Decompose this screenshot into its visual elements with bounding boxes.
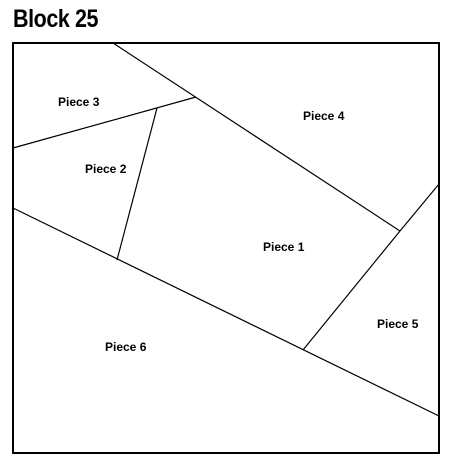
seam-piece6-top [12,207,440,417]
piece-1-label: Piece 1 [263,240,305,254]
piece-2-label: Piece 2 [85,162,127,176]
block-title: Block 25 [13,5,99,33]
piece-3-label: Piece 3 [58,95,100,109]
seam-piece3-piece2 [12,96,197,149]
block-frame [12,42,440,454]
seam-piece2-piece1 [116,107,158,261]
piece-6-label: Piece 6 [105,340,147,354]
seam-piece4-piece5 [399,183,440,232]
piece-4-label: Piece 4 [303,109,345,123]
seam-piece3-piece4 [112,42,401,232]
piece-5-label: Piece 5 [377,317,419,331]
seam-piece1-piece5 [302,230,401,351]
